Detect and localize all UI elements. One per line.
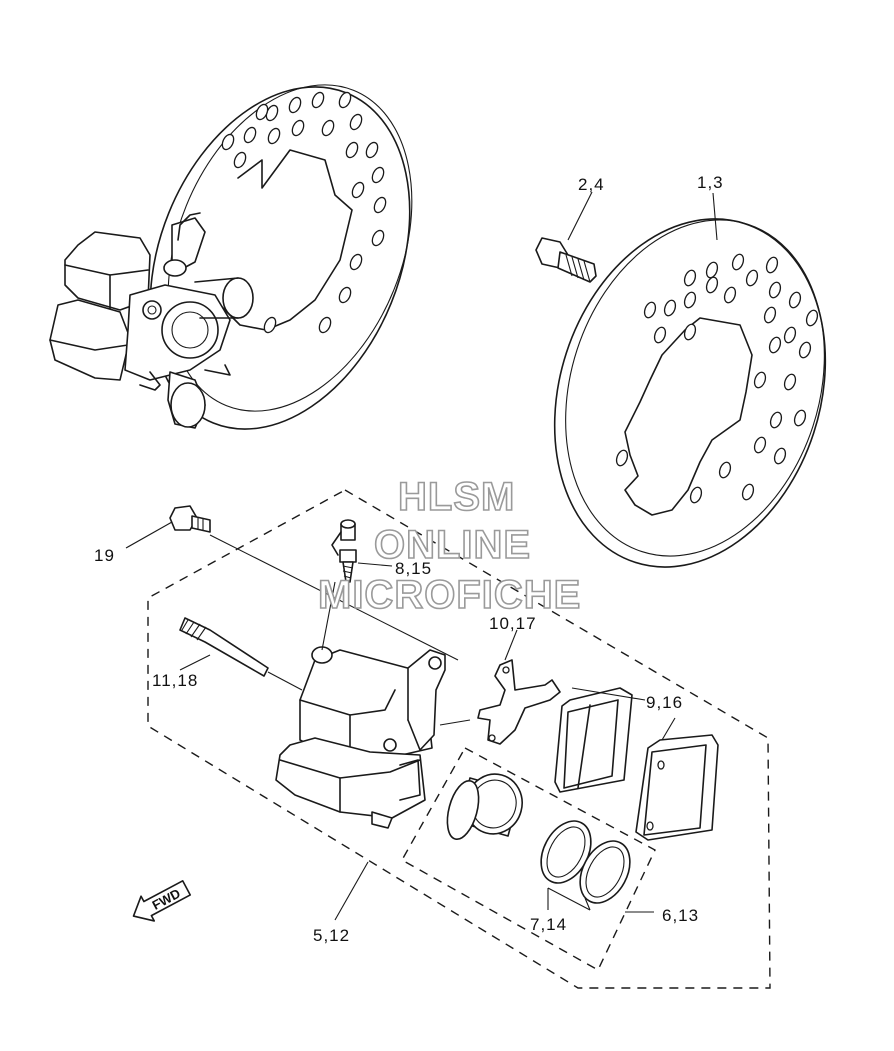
callout-6-13: 6,13	[662, 906, 699, 925]
assembled-caliper	[49, 212, 254, 429]
watermark-line-1: HLSM	[398, 475, 515, 519]
watermark: HLSM ONLINE MICROFICHE	[317, 474, 581, 618]
callout-1-3: 1,3	[697, 173, 724, 192]
callout-11-18: 11,18	[152, 671, 198, 690]
brake-pads	[554, 687, 719, 841]
watermark-line-2: ONLINE	[374, 523, 531, 567]
bleed-screw	[331, 519, 357, 583]
fwd-label: FWD	[150, 886, 183, 913]
assembled-brake-disc	[149, 84, 413, 430]
callout-7-14: 7,14	[530, 915, 567, 934]
disc-bolt	[535, 237, 597, 283]
disc-vent-holes-top	[221, 91, 387, 334]
callout-9-16: 9,16	[646, 693, 683, 712]
watermark-line-3: MICROFICHE	[318, 573, 581, 617]
callout-2-4: 2,4	[578, 175, 605, 194]
callout-10-17: 10,17	[489, 614, 537, 633]
caliper-piston	[446, 773, 523, 841]
brake-disc	[553, 218, 827, 568]
caliper-bolt	[169, 505, 211, 533]
seal-kit-outline	[401, 747, 656, 971]
callout-8-15: 8,15	[395, 559, 432, 578]
callout-5-12: 5,12	[313, 926, 350, 945]
disc-vent-holes-right	[615, 253, 819, 504]
caliper-assembly-outline	[147, 489, 771, 989]
leader-lines	[125, 191, 718, 921]
piston-seal	[540, 820, 592, 884]
callout-19: 19	[94, 546, 115, 565]
dust-seal	[579, 840, 631, 904]
slide-pin	[179, 617, 269, 677]
pad-spring	[477, 659, 561, 745]
forward-direction-arrow: FWD	[132, 880, 192, 922]
brake-caliper	[275, 646, 446, 829]
